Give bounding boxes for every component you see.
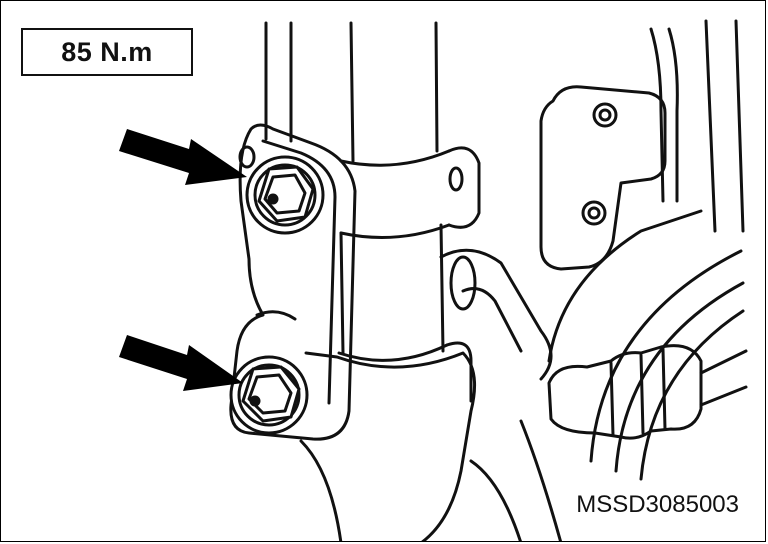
torque-spec-box: 85 N.m bbox=[21, 28, 193, 76]
strut-body-right bbox=[439, 223, 445, 353]
torque-value: 85 N.m bbox=[61, 36, 153, 67]
arrow-icon bbox=[119, 335, 243, 391]
strut-tube-left bbox=[349, 21, 355, 163]
knuckle-edge bbox=[469, 459, 522, 541]
bracket-slot bbox=[238, 145, 256, 169]
bracket-hole bbox=[581, 200, 607, 226]
right-rod bbox=[734, 19, 745, 233]
mounting-bracket bbox=[229, 123, 357, 441]
bracket-inner-edge bbox=[255, 310, 297, 321]
hub-arc bbox=[589, 249, 743, 463]
bracket-inner-edge bbox=[261, 139, 337, 405]
strut-clamp bbox=[339, 149, 451, 167]
strut-clamp bbox=[447, 146, 481, 229]
right-pipe bbox=[649, 27, 665, 203]
bracket-hole bbox=[598, 108, 612, 122]
right-pipe bbox=[667, 27, 679, 203]
bolt-icon bbox=[245, 155, 325, 235]
hub-arc bbox=[614, 281, 745, 473]
bolt-icon bbox=[229, 355, 309, 435]
arrow-icon bbox=[119, 129, 247, 185]
bracket-hole bbox=[592, 102, 618, 128]
strut-collar bbox=[445, 341, 473, 403]
hub-arc bbox=[639, 309, 745, 481]
strut-collar bbox=[337, 343, 449, 362]
steering-knuckle bbox=[304, 351, 477, 541]
knuckle-edge bbox=[519, 419, 562, 541]
drive-shaft bbox=[699, 349, 748, 375]
diagram-code: MSSD3085003 bbox=[576, 491, 739, 518]
right-bracket bbox=[539, 85, 667, 271]
drive-shaft bbox=[699, 385, 748, 407]
strut-body-left bbox=[339, 231, 345, 355]
right-rod bbox=[704, 19, 717, 233]
knuckle-boss bbox=[449, 255, 477, 311]
steering-knuckle bbox=[299, 439, 343, 541]
strut-clamp bbox=[339, 223, 451, 239]
knuckle-arm bbox=[439, 248, 553, 381]
clamp-pinch-hole bbox=[448, 166, 464, 192]
hub-arc bbox=[547, 209, 703, 363]
knuckle-arm bbox=[461, 287, 523, 353]
strut-tube-right bbox=[434, 21, 439, 153]
drive-shaft-boot bbox=[547, 344, 703, 440]
bracket-hole bbox=[587, 206, 601, 220]
